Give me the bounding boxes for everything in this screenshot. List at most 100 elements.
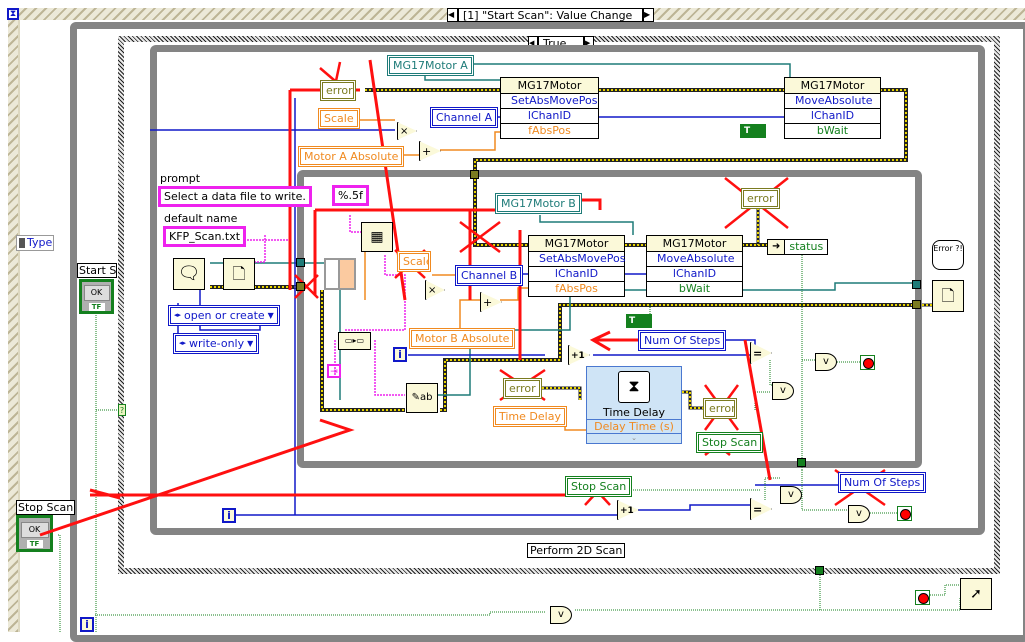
motor-b-move-abs-param-wait: bWait bbox=[678, 282, 711, 295]
default-name-value[interactable]: KFP_Scan.txt bbox=[163, 226, 247, 247]
motor-a-ref[interactable]: MG17Motor A bbox=[387, 55, 474, 76]
motor-b-stop-scan-local[interactable]: Stop Scan bbox=[696, 432, 764, 453]
motor-a-move-abs-title: MG17Motor bbox=[785, 78, 880, 94]
access-select[interactable]: ◂▸ write-only ▼ bbox=[173, 333, 260, 354]
prev-case-arrow[interactable]: ◀ bbox=[447, 8, 458, 22]
outer-iteration: i bbox=[222, 508, 236, 523]
motor-b-absolute[interactable]: Motor B Absolute bbox=[409, 328, 516, 349]
hourglass-icon[interactable]: ⧗ bbox=[7, 8, 19, 20]
error-dialog-icon: Error ?! bbox=[932, 240, 964, 270]
motor-b-move-abs-title: MG17Motor bbox=[647, 236, 742, 252]
time-delay-param: Delay Time (s) bbox=[587, 419, 681, 434]
refnum-tunnel-right bbox=[912, 280, 921, 289]
prompt-value[interactable]: Select a data file to write. bbox=[158, 186, 312, 207]
build-array-node[interactable]: ▭▸▭ bbox=[338, 332, 371, 350]
outer-or-gate-2[interactable]: v bbox=[848, 505, 870, 523]
array-to-spreadsheet-node[interactable]: ▦ bbox=[361, 222, 393, 252]
open-operation-select[interactable]: ◂▸ open or create ▼ bbox=[168, 305, 280, 326]
question-terminal: ? bbox=[118, 404, 126, 416]
motor-a-true-const[interactable]: T bbox=[740, 124, 766, 138]
error-tunnel bbox=[296, 282, 305, 291]
or-gate-2[interactable]: v bbox=[772, 382, 794, 400]
bottom-iteration: i bbox=[80, 617, 94, 632]
motor-a-move-abs-method: MoveAbsolute bbox=[785, 94, 880, 109]
motor-b-move-abs-method: MoveAbsolute bbox=[647, 252, 742, 267]
bottom-or-gate[interactable]: v bbox=[550, 606, 572, 624]
next-case-arrow[interactable]: ▶ bbox=[643, 8, 654, 22]
default-name-label: default name bbox=[164, 212, 238, 225]
time-delay-error-out[interactable]: error bbox=[703, 398, 737, 419]
time-delay-error-in[interactable]: error bbox=[503, 378, 542, 399]
motor-a-set-abs-title: MG17Motor bbox=[501, 78, 598, 94]
stop-terminal-1[interactable] bbox=[860, 355, 875, 370]
motor-a-move-abs-param-chan: lChanID bbox=[785, 109, 880, 124]
outer-stop-scan-local[interactable]: Stop Scan bbox=[565, 476, 633, 497]
event-case-label[interactable]: [1] "Start Scan": Value Change bbox=[458, 8, 643, 22]
motor-a-scale[interactable]: Scale bbox=[318, 108, 360, 129]
event-structure-left-stripe bbox=[8, 8, 18, 632]
start-scan-button[interactable]: OK TF bbox=[79, 279, 114, 314]
or-gate-1[interactable]: v bbox=[815, 353, 837, 371]
stop-scan-tf: TF bbox=[26, 540, 43, 548]
access-value: write-only bbox=[189, 337, 245, 350]
hourglass-icon: ⧗ bbox=[618, 371, 650, 403]
bool-tunnel bbox=[797, 458, 806, 467]
scan-while-loop bbox=[150, 45, 985, 535]
close-file-node[interactable]: 🗋 bbox=[932, 280, 964, 312]
motor-b-set-abs-node[interactable]: MG17Motor SetAbsMovePos lChanID fAbsPos bbox=[528, 235, 626, 297]
file-dialog-node[interactable]: 🗨 bbox=[173, 258, 205, 290]
motor-b-move-abs-param-chan: lChanID bbox=[647, 267, 742, 282]
outer-or-gate-1[interactable]: v bbox=[780, 486, 802, 504]
refnum-tunnel bbox=[296, 258, 305, 267]
motor-b-set-abs-title: MG17Motor bbox=[529, 236, 624, 252]
error-tunnel-right bbox=[912, 300, 921, 309]
motor-b-set-abs-method: SetAbsMovePos bbox=[529, 252, 626, 267]
time-delay-const[interactable]: Time Delay bbox=[493, 406, 567, 427]
motor-a-set-abs-param-chan: lChanID bbox=[501, 109, 598, 124]
motor-a-set-abs-param-pos: fAbsPos bbox=[528, 124, 571, 137]
stop-scan-label: Stop Scan bbox=[16, 500, 76, 515]
open-operation-value: open or create bbox=[184, 309, 265, 322]
perform-2d-scan-label: Perform 2D Scan bbox=[527, 543, 626, 558]
motor-b-error-const[interactable]: error bbox=[741, 188, 780, 209]
string-terminal[interactable]: ⇥ bbox=[327, 364, 341, 378]
arrow-right-icon: ➜ bbox=[768, 240, 786, 254]
expand-icon[interactable]: ⌄ bbox=[631, 434, 637, 442]
time-delay-node[interactable]: ⧗ Time Delay Delay Time (s) ⌄ bbox=[586, 366, 682, 444]
motor-b-ref[interactable]: MG17Motor B bbox=[495, 193, 582, 214]
start-scan-ok: OK bbox=[83, 285, 110, 301]
motor-a-error-const[interactable]: error bbox=[320, 80, 356, 101]
format-string[interactable]: %.5f bbox=[332, 185, 369, 206]
start-scan-label: Start Sc bbox=[77, 263, 117, 278]
motor-b-move-abs-node[interactable]: MG17Motor MoveAbsolute lChanID bWait bbox=[646, 235, 743, 297]
open-file-node[interactable]: 🗋 bbox=[223, 258, 255, 290]
motor-b-true-const[interactable]: T bbox=[626, 314, 652, 328]
motor-b-num-steps[interactable]: Num Of Steps bbox=[638, 330, 727, 351]
ring-arrows-icon: ◂▸ bbox=[179, 339, 187, 347]
motor-a-set-abs-method: SetAbsMovePos bbox=[501, 94, 598, 109]
ring-arrows-icon: ◂▸ bbox=[174, 311, 182, 319]
start-scan-tf: TF bbox=[88, 303, 105, 311]
time-delay-title: Time Delay bbox=[603, 406, 665, 419]
channel-a[interactable]: Channel A bbox=[430, 107, 499, 128]
motor-a-move-abs-node[interactable]: MG17Motor MoveAbsolute lChanID bWait bbox=[784, 77, 881, 139]
shift-register bbox=[324, 258, 356, 290]
status-unbundle[interactable]: ➜ status bbox=[767, 239, 829, 255]
motor-a-move-abs-param-wait: bWait bbox=[816, 124, 849, 137]
error-tunnel-top bbox=[470, 170, 479, 179]
chevron-down-icon: ▼ bbox=[267, 311, 274, 320]
motor-a-set-abs-node[interactable]: MG17Motor SetAbsMovePos lChanID fAbsPos bbox=[500, 77, 599, 139]
status-label: status bbox=[789, 240, 824, 253]
stop-terminal-2[interactable] bbox=[897, 506, 912, 521]
motor-a-absolute[interactable]: Motor A Absolute bbox=[298, 146, 405, 167]
write-to-file-node[interactable]: ✎ab bbox=[406, 383, 438, 413]
event-timeout-node[interactable]: ➚ bbox=[960, 578, 992, 610]
bool-tunnel-bottom bbox=[815, 566, 824, 575]
channel-b[interactable]: Channel B bbox=[455, 265, 524, 286]
motor-b-loop bbox=[297, 170, 922, 468]
event-case-selector[interactable]: ◀ [1] "Start Scan": Value Change ▶ bbox=[447, 8, 654, 22]
outer-num-steps[interactable]: Num Of Steps bbox=[838, 472, 927, 493]
motor-b-scale[interactable]: Scale bbox=[397, 251, 431, 272]
prompt-label: prompt bbox=[160, 172, 201, 185]
stop-terminal-3[interactable] bbox=[915, 590, 930, 605]
